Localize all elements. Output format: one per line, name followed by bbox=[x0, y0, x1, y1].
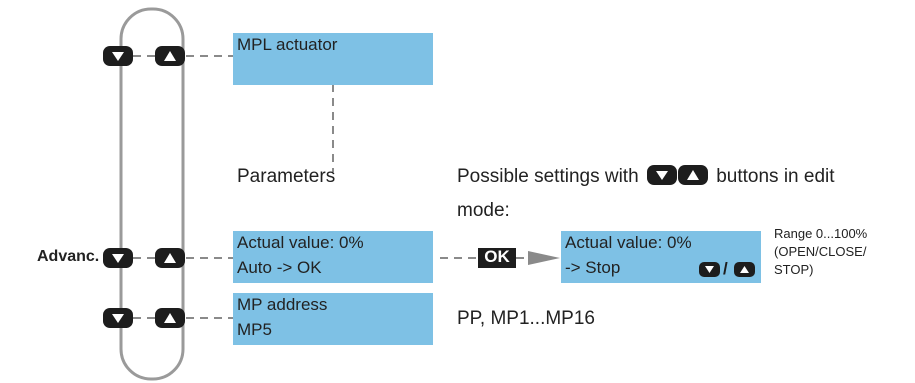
triangle-up-icon bbox=[686, 170, 699, 180]
screen-actual-value: Actual value: 0% Auto -> OK bbox=[233, 231, 433, 283]
parameters-label: Parameters bbox=[237, 166, 336, 187]
down-button-inline bbox=[646, 165, 677, 185]
triangle-down-icon bbox=[112, 314, 124, 323]
settings-line-1: Possible settings with buttons in edit bbox=[457, 165, 835, 188]
screen-line-1: MPL actuator bbox=[237, 35, 338, 54]
screen-edit-mode: Actual value: 0% -> Stop / bbox=[561, 231, 761, 283]
range-line-2: (OPEN/CLOSE/ bbox=[774, 244, 867, 259]
settings-line-2: mode: bbox=[457, 200, 510, 221]
screen-line-1: MP address bbox=[237, 295, 328, 314]
triangle-up-icon bbox=[164, 253, 176, 263]
triangle-down-icon bbox=[112, 254, 124, 263]
advanced-label: Advanc. bbox=[37, 248, 100, 265]
screen-mpl-actuator: MPL actuator bbox=[233, 33, 433, 85]
screen-line-1: Actual value: 0% bbox=[237, 233, 364, 252]
screen-mp-address: MP address MP5 bbox=[233, 293, 433, 345]
screen-line-2: -> Stop bbox=[565, 258, 621, 277]
navigation-loop bbox=[119, 7, 185, 381]
triangle-down-icon bbox=[655, 171, 668, 180]
triangle-up-icon bbox=[740, 266, 749, 273]
mp-options-label: PP, MP1...MP16 bbox=[457, 308, 595, 329]
down-button-edit bbox=[699, 262, 720, 277]
settings-suffix: buttons in edit bbox=[716, 166, 835, 187]
up-button-edit bbox=[734, 262, 755, 277]
up-button-row1[interactable] bbox=[155, 46, 185, 66]
up-button-inline bbox=[677, 165, 708, 185]
arrow-head bbox=[528, 251, 560, 265]
up-button-row3[interactable] bbox=[155, 308, 185, 328]
triangle-down-icon bbox=[705, 266, 714, 273]
down-button-row1[interactable] bbox=[103, 46, 133, 66]
slash-separator: / bbox=[723, 259, 728, 278]
up-button-row2[interactable] bbox=[155, 248, 185, 268]
screen-line-2: MP5 bbox=[237, 320, 272, 339]
down-button-row3[interactable] bbox=[103, 308, 133, 328]
triangle-up-icon bbox=[164, 51, 176, 61]
range-line-1: Range 0...100% bbox=[774, 226, 868, 241]
ok-key bbox=[478, 248, 516, 268]
down-button-row2[interactable] bbox=[103, 248, 133, 268]
screen-line-2: Auto -> OK bbox=[237, 258, 322, 277]
settings-button-pair bbox=[645, 165, 710, 185]
screen-line-1: Actual value: 0% bbox=[565, 233, 692, 252]
triangle-up-icon bbox=[164, 313, 176, 323]
settings-prefix: Possible settings with bbox=[457, 166, 639, 187]
triangle-down-icon bbox=[112, 52, 124, 61]
ok-key-label: OK bbox=[484, 247, 510, 266]
range-line-3: STOP) bbox=[774, 262, 814, 277]
